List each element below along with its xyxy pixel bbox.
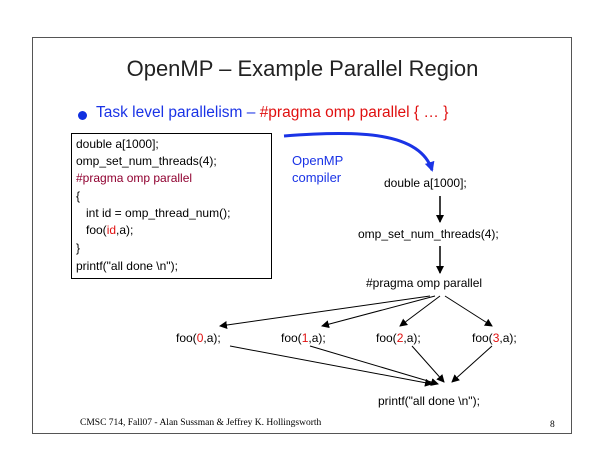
foo-3-prefix: foo( bbox=[472, 331, 493, 345]
foo-2-id: 2 bbox=[396, 331, 404, 345]
foo-0-id: 0 bbox=[196, 331, 204, 345]
compiler-label-line-2: compiler bbox=[292, 170, 342, 185]
arrow-pragma-to-foo0 bbox=[219, 295, 431, 329]
flow-foo-1: foo(1,a); bbox=[281, 331, 326, 345]
slide-frame bbox=[32, 37, 572, 434]
arrow-foo2-to-done bbox=[411, 345, 445, 383]
bullet-icon bbox=[78, 111, 87, 120]
code-line-6-prefix: foo( bbox=[86, 223, 107, 237]
bullet-pragma: #pragma omp parallel { … } bbox=[259, 104, 449, 121]
compiler-label-line-1: OpenMP bbox=[292, 153, 344, 168]
flow-foo-2: foo(2,a); bbox=[376, 331, 421, 345]
code-line-1: double a[1000]; bbox=[76, 137, 159, 151]
bullet-prefix: Task level parallelism – bbox=[96, 104, 260, 121]
code-line-6: foo(id,a); bbox=[86, 223, 133, 238]
foo-2-suffix: ,a); bbox=[403, 331, 421, 345]
arrow-foo3-to-done bbox=[451, 345, 493, 383]
arrow-pragma-to-foo3 bbox=[444, 295, 493, 327]
compiler-label: OpenMP compiler bbox=[292, 152, 343, 186]
code-line-6-suffix: ,a); bbox=[116, 223, 134, 237]
arrow-pragma-to-foo1 bbox=[321, 295, 436, 329]
footer-credit: CMSC 714, Fall07 - Alan Sussman & Jeffre… bbox=[80, 418, 322, 428]
code-line-8: printf("all done \n"); bbox=[76, 259, 178, 273]
code-line-2: omp_set_num_threads(4); bbox=[76, 154, 217, 168]
flow-decl: double a[1000]; bbox=[384, 176, 467, 190]
foo-0-prefix: foo( bbox=[176, 331, 197, 345]
foo-2-prefix: foo( bbox=[376, 331, 397, 345]
foo-3-suffix: ,a); bbox=[499, 331, 517, 345]
compiler-arrow bbox=[283, 131, 435, 172]
flow-done: printf("all done \n"); bbox=[378, 394, 480, 408]
flow-foo-0: foo(0,a); bbox=[176, 331, 221, 345]
code-line-6-id: id bbox=[106, 223, 117, 237]
code-line-3: #pragma omp parallel bbox=[76, 171, 193, 185]
code-line-5: int id = omp_thread_num(); bbox=[86, 206, 231, 220]
bullet-text: Task level parallelism – #pragma omp par… bbox=[96, 104, 448, 122]
foo-1-id: 1 bbox=[301, 331, 309, 345]
arrow-foo1-to-done bbox=[309, 345, 439, 386]
arrow-foo0-to-done bbox=[229, 345, 433, 387]
foo-0-suffix: ,a); bbox=[203, 331, 221, 345]
flow-pragma: #pragma omp parallel bbox=[366, 276, 483, 290]
code-line-4: { bbox=[76, 189, 81, 203]
page-number: 8 bbox=[550, 420, 555, 430]
flow-foo-3: foo(3,a); bbox=[472, 331, 517, 345]
arrow-pragma-to-foo2 bbox=[399, 295, 441, 327]
foo-3-id: 3 bbox=[492, 331, 500, 345]
foo-1-prefix: foo( bbox=[281, 331, 302, 345]
foo-1-suffix: ,a); bbox=[308, 331, 326, 345]
flow-set-threads: omp_set_num_threads(4); bbox=[358, 227, 499, 241]
code-box bbox=[71, 133, 272, 279]
code-line-7: } bbox=[76, 241, 81, 255]
slide-title: OpenMP – Example Parallel Region bbox=[126, 56, 479, 81]
